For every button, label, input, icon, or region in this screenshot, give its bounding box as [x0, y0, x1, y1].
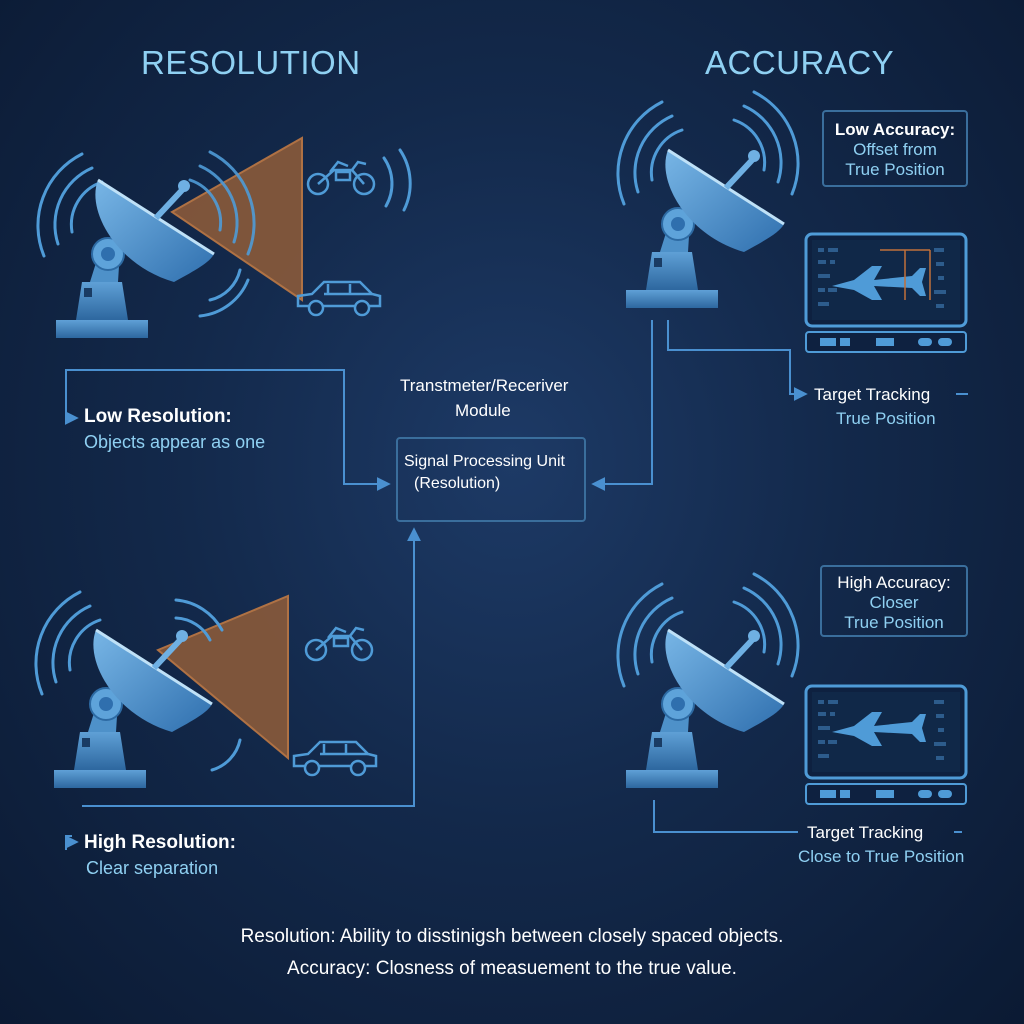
high-resolution-radar	[34, 590, 378, 788]
motorcycle-icon	[304, 626, 374, 662]
low-accuracy-box: Low Accuracy: Offset from True Position	[822, 110, 968, 187]
high-accuracy-title: High Accuracy:	[837, 573, 951, 592]
radar-dish-icon	[626, 630, 784, 788]
high-resolution-title: High Resolution:	[84, 832, 236, 853]
signal-processing-unit: Signal Processing Unit (Resolution)	[396, 437, 586, 522]
low-accuracy-title: Low Accuracy:	[834, 120, 956, 139]
footer-accuracy-definition: Accuracy: Closness of measuement to the …	[287, 958, 737, 979]
low-tracking-position: True Position	[836, 409, 936, 428]
motorcycle-icon	[306, 160, 376, 196]
connector-lines	[64, 320, 968, 850]
module-label-line2: Module	[455, 401, 511, 420]
car-icon	[292, 740, 378, 777]
monitor-icon	[804, 684, 968, 806]
radar-beam	[156, 594, 289, 761]
high-accuracy-line3: True Position	[844, 613, 944, 632]
spu-line1: Signal Processing Unit	[404, 453, 565, 470]
high-resolution-desc: Clear separation	[86, 858, 219, 878]
radar-dish-icon	[626, 150, 784, 308]
monitor-icon	[804, 232, 968, 354]
car-icon	[296, 280, 382, 317]
footer-resolution-definition: Resolution: Ability to disstinigsh betwe…	[240, 926, 784, 947]
low-resolution-desc: Objects appear as one	[84, 432, 266, 452]
low-accuracy-radar	[616, 90, 968, 354]
spu-line2: (Resolution)	[414, 475, 501, 492]
accuracy-header: ACCURACY	[705, 44, 895, 81]
low-resolution-radar	[36, 136, 412, 338]
low-accuracy-line2: Offset from	[853, 140, 937, 159]
module-label-line1: Transtmeter/Receriver	[400, 376, 569, 395]
high-tracking-position: Close to True Position	[798, 847, 965, 866]
low-tracking-label: Target Tracking	[814, 385, 931, 404]
high-tracking-label: Target Tracking	[807, 823, 924, 842]
high-accuracy-box: High Accuracy: Closer True Position	[820, 565, 968, 637]
low-accuracy-line3: True Position	[845, 160, 945, 179]
high-accuracy-line2: Closer	[869, 593, 919, 612]
low-resolution-title: Low Resolution:	[84, 406, 232, 427]
resolution-header: RESOLUTION	[141, 44, 361, 81]
